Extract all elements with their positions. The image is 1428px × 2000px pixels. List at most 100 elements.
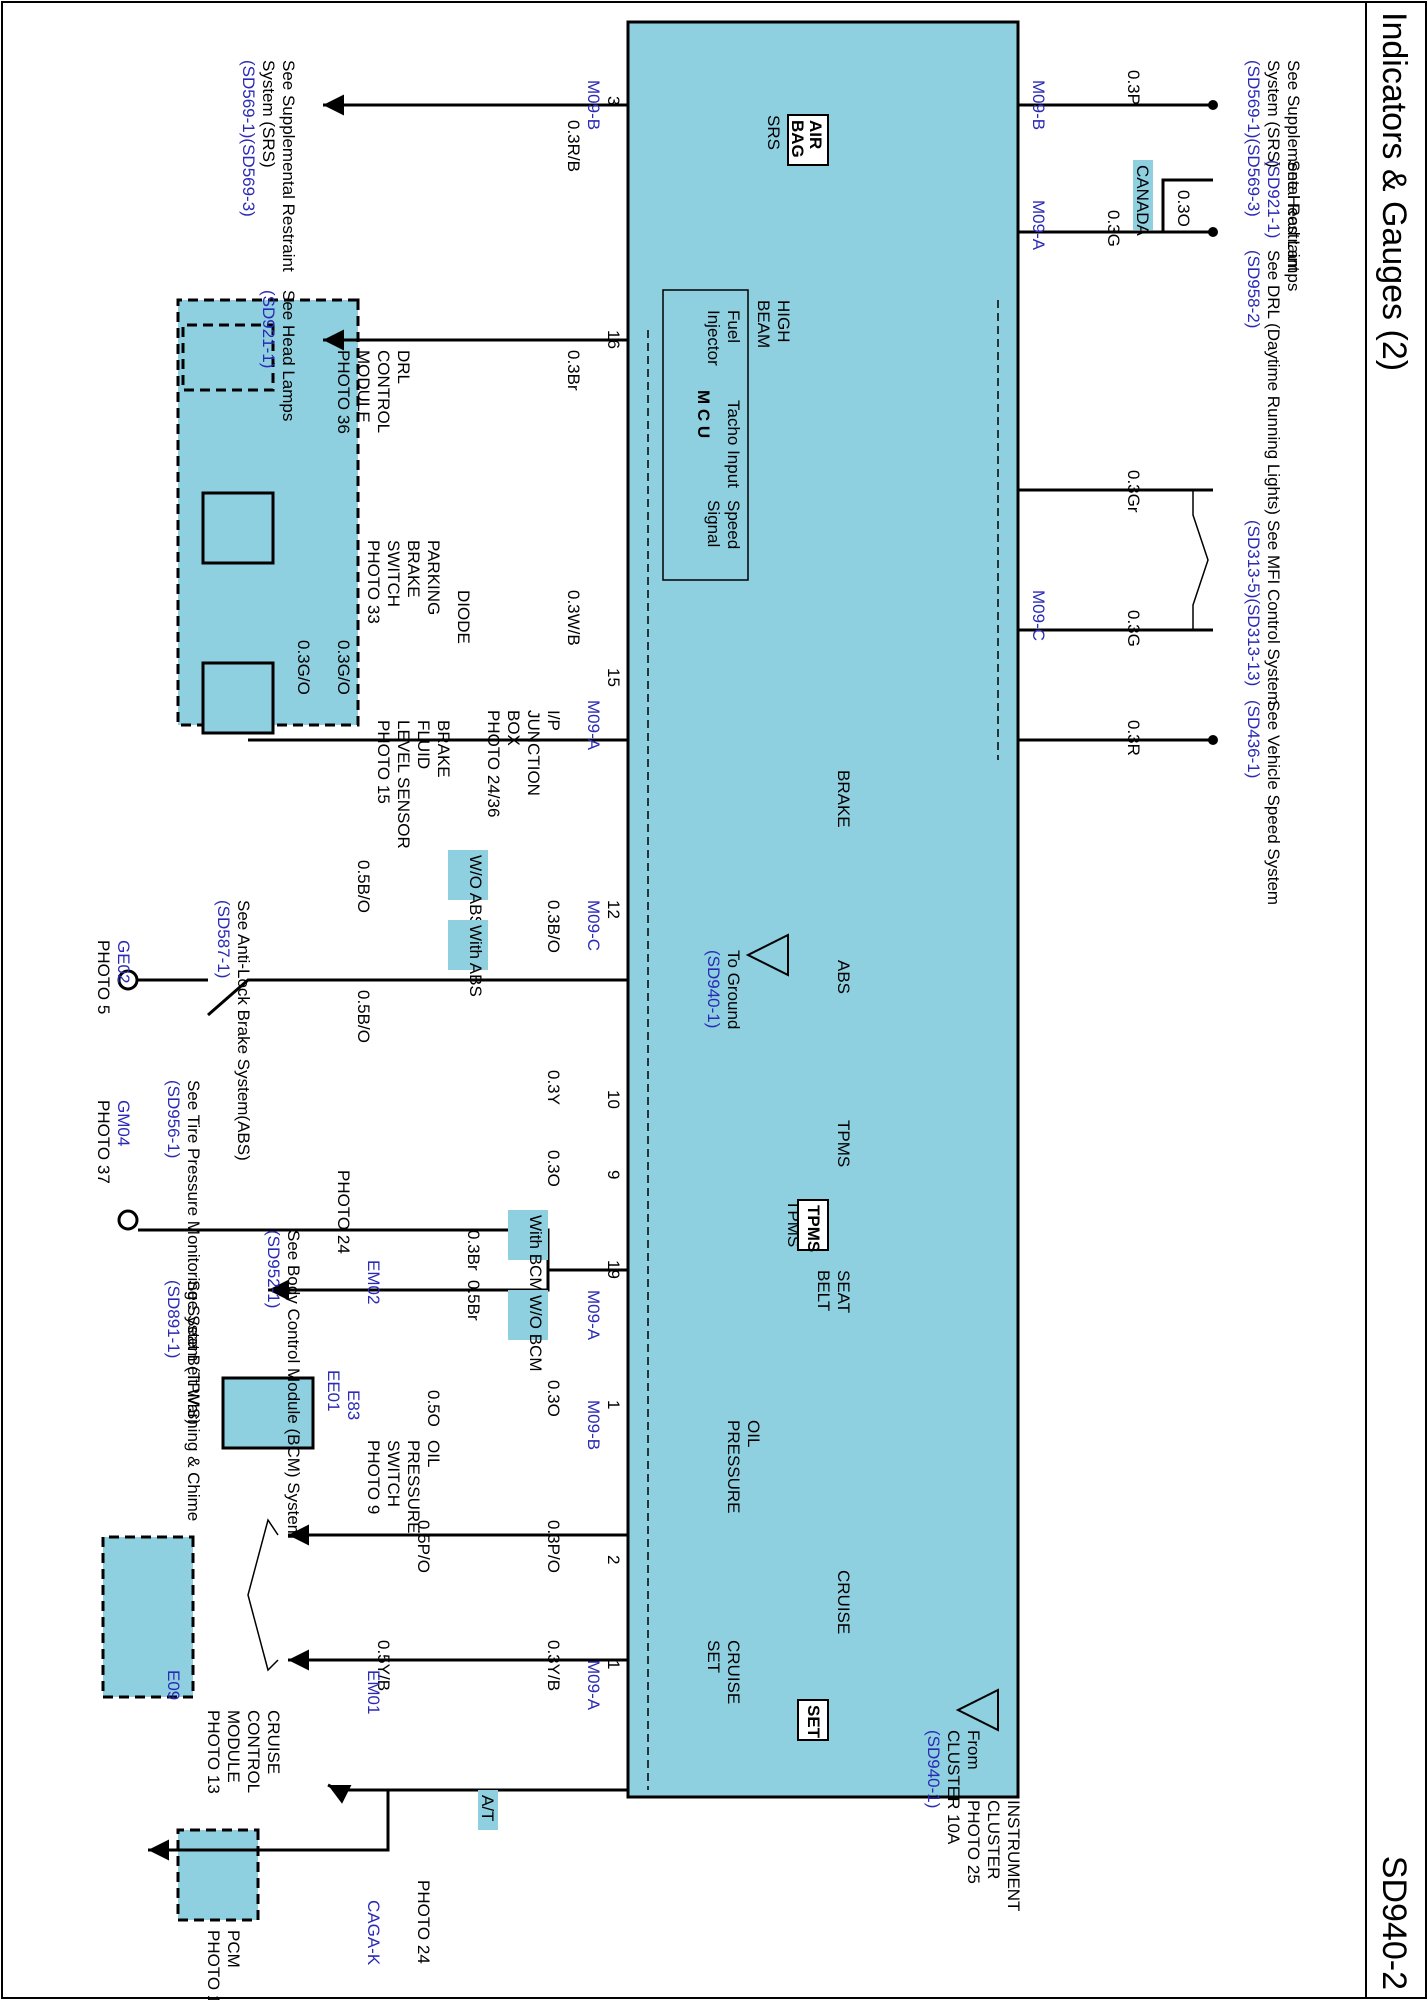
see-vss-2: (SD436-1): [1244, 700, 1263, 778]
with-bcm-tag: With BCM: [526, 1215, 545, 1292]
drl-module-label-3: MODULE: [354, 350, 373, 423]
pcm-photo: PHOTO 15: [204, 1930, 223, 2000]
see-tpms-2: (SD956-1): [164, 1080, 183, 1158]
mcu-speed-signal-2: Signal: [704, 500, 723, 547]
cruise-module-label-2: CONTROL: [244, 1710, 263, 1793]
wire-03po: 0.3P/O: [544, 1520, 563, 1573]
mcu-speed-signal-1: Speed: [724, 500, 743, 549]
oil-switch-label-2: PRESSURE: [404, 1440, 423, 1534]
wire-03go-1: 0.3G/O: [334, 640, 353, 695]
bcm-wire: [327, 1783, 388, 1804]
brake-fluid-label-3: LEVEL SENSOR: [394, 720, 413, 849]
see-bcm-1: See Body Control Module (BCM) System: [284, 1230, 303, 1539]
abs-label: ABS: [834, 960, 853, 994]
wire-05po: 0.5P/O: [414, 1520, 433, 1573]
with-abs-tag-bg: [448, 920, 488, 970]
see-seat-belt-2: (SD891-1): [164, 1280, 183, 1358]
page-title: Indicators & Gauges (2): [1375, 12, 1413, 371]
from-cluster-2: CLUSTER 10A: [944, 1730, 963, 1845]
wire-03rb: 0.3R/B: [564, 120, 583, 172]
see-seat-belt-1: See Seat Belt Warning & Chime: [184, 1280, 203, 1521]
e83-label: E83: [344, 1390, 363, 1420]
wire-03bo: 0.3B/O: [544, 900, 563, 953]
pin-19-seat-belt: 19: [604, 1260, 623, 1279]
ground-b-label-2: (SD940-1): [704, 950, 723, 1028]
at-tag-bg: [478, 1790, 498, 1830]
cluster-connectors: M09-B M09-A M09-C M09-B M09-A M09-C M09-…: [584, 80, 1048, 1711]
tpms-badge-text: TPMS: [804, 1205, 823, 1252]
set-badge-text: SET: [804, 1705, 823, 1739]
mcu-block: [662, 289, 749, 581]
see-vss-1: See Vehicle Speed System: [1264, 700, 1283, 905]
pin-9-tpms: 9: [604, 1170, 623, 1179]
abs-see-wire: [268, 1270, 550, 1301]
see-mfi-1: See MFI Control System: [1264, 520, 1283, 705]
srs-wire-top-end: [1208, 100, 1218, 110]
see-drl-1: See DRL (Daytime Running Lights): [1264, 250, 1283, 515]
conn-m09c-top: M09-C: [1029, 590, 1048, 641]
wo-abs-tag-bg: [448, 850, 488, 900]
ground-gm04-label: GM04: [114, 1100, 133, 1146]
tpms-brace: [247, 1518, 279, 1672]
wire-03g-drl: 0.3G: [1104, 210, 1123, 247]
brake-fluid-label-2: FLUID: [414, 720, 433, 769]
wo-bcm-tag: W/O BCM: [526, 1295, 545, 1372]
set-badge: [797, 1699, 829, 1741]
wire-05bo-2: 0.5B/O: [354, 990, 373, 1043]
wire-03wb: 0.3W/B: [564, 590, 583, 646]
tpms-badge: [797, 1199, 829, 1251]
see-head-lamps-top-ref: (SD921-1): [1264, 160, 1283, 238]
wire-03br: 0.3Br: [564, 350, 583, 391]
mcu-label: M C U: [694, 390, 713, 438]
instrument-cluster-photo: PHOTO 25: [964, 1800, 983, 1884]
at-tag: A/T: [478, 1795, 497, 1821]
canada-tag-bg: [1133, 160, 1153, 230]
ground-gm04: [117, 1209, 139, 1231]
wire-03br-bcm: 0.3Br: [464, 1230, 483, 1271]
airbag-text-2: BAG: [788, 120, 807, 158]
oil-switch-label-1: OIL: [424, 1440, 443, 1467]
wire-05yb: 0.5Y/B: [374, 1640, 393, 1691]
photo-24-em02: PHOTO 24: [334, 1170, 353, 1254]
cluster-labels: SRS AIR BAG HIGH BEAM Fuel Injector M C …: [694, 114, 999, 1845]
wire-03r: 0.3R: [1124, 720, 1143, 756]
wire-03g-mfi: 0.3G: [1124, 610, 1143, 647]
wire-03p: 0.3P: [1124, 70, 1143, 105]
wire-03o-tpms: 0.3O: [544, 1150, 563, 1187]
oil-pressure-switch: [221, 1376, 315, 1450]
cruise-set-label-2: SET: [704, 1640, 723, 1673]
drl-module-label-2: CONTROL: [374, 350, 393, 433]
cruise-module-label-3: MODULE: [224, 1710, 243, 1783]
see-head-lamps-top: See Head Lamps: [1284, 160, 1303, 291]
oil-pressure-label-1: OIL: [744, 1420, 763, 1447]
with-bcm-tag-bg: [508, 1210, 548, 1260]
drl-inner-box: [181, 323, 275, 392]
see-srs-bottom-3: (SD569-1)(SD569-3): [239, 60, 258, 217]
pin-15-brake: 15: [604, 668, 623, 687]
see-tpms-1: See Tire Pressure Monitoring System (TPM…: [184, 1080, 203, 1425]
oil-switch-label-3: SWITCH: [384, 1440, 403, 1507]
pin-10-tpms: 10: [604, 1090, 623, 1109]
from-cluster-3: (SD940-1): [924, 1730, 943, 1808]
ground-b-label-1: To Ground: [724, 950, 743, 1029]
mcu-tacho-input: Tacho Input: [724, 400, 743, 488]
high-beam-wire: [1018, 178, 1213, 234]
em02-label: EM02: [364, 1260, 383, 1304]
mfi-brace: [1192, 490, 1209, 630]
instrument-cluster-label-2: CLUSTER: [984, 1800, 1003, 1879]
pin-1-oil: 1: [604, 1400, 623, 1409]
high-beam-label-1: HIGH: [774, 300, 793, 343]
mcu-fuel-injector-1: Fuel: [724, 310, 743, 343]
photo-37: PHOTO 37: [94, 1100, 113, 1184]
cruise-set-label-1: CRUISE: [724, 1640, 743, 1704]
ip-junction-label-3: BOX: [504, 710, 523, 746]
ee01-label: EE01: [324, 1370, 343, 1412]
conn-m09b-top: M09-B: [1029, 80, 1048, 130]
wire-03o-oil: 0.3O: [544, 1380, 563, 1417]
wo-bcm-tag-bg: [508, 1290, 548, 1340]
see-mfi-2: (SD313-5)(SD313-13): [1244, 520, 1263, 686]
